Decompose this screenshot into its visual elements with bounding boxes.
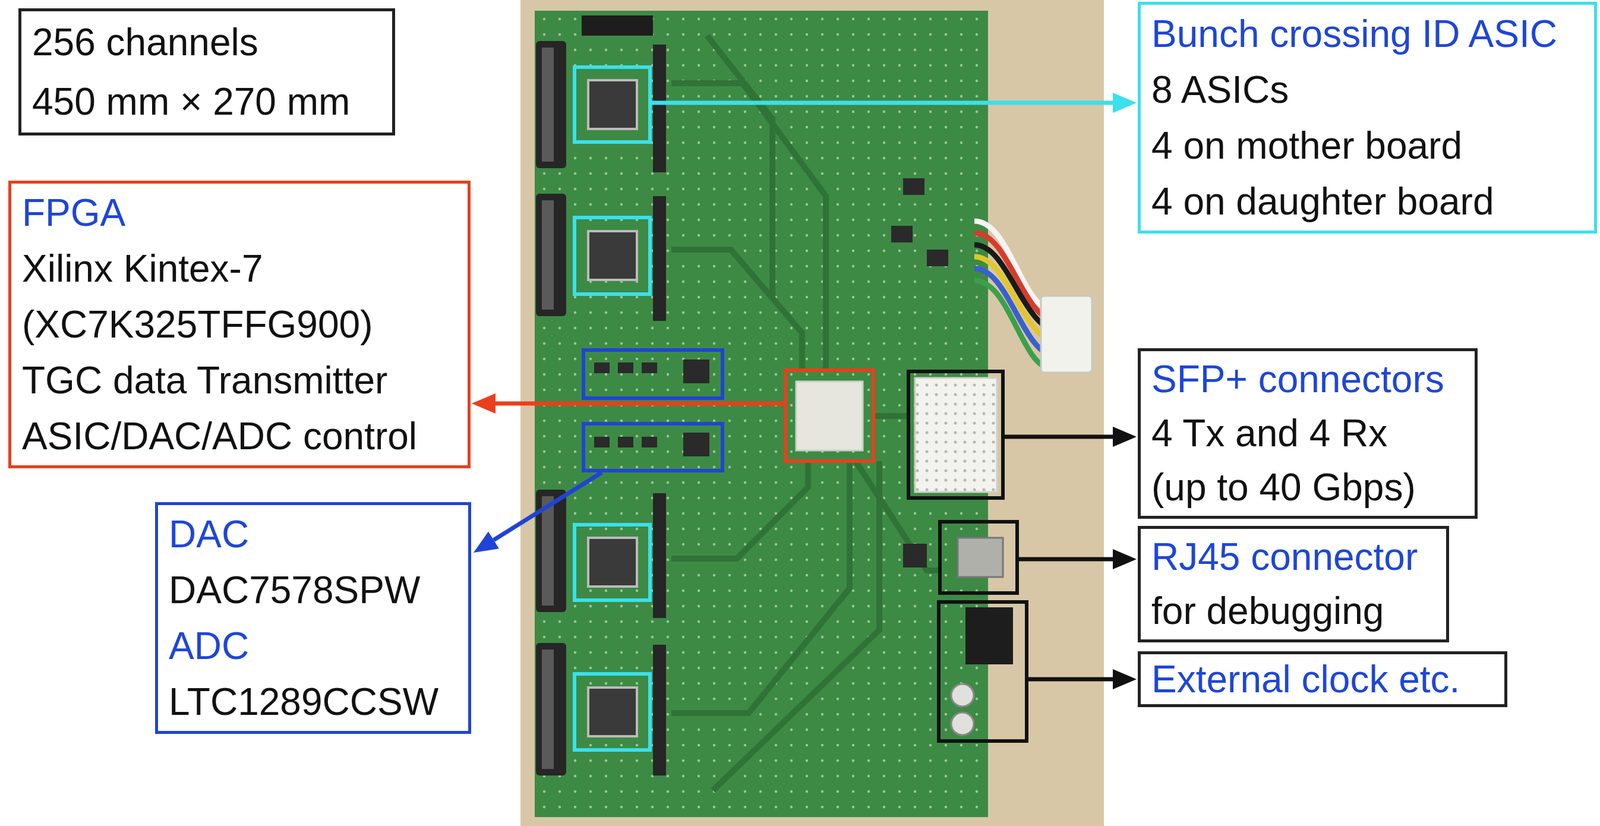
leader-arrowhead bbox=[1112, 548, 1137, 570]
callout-heading: Bunch crossing ID ASIC bbox=[1151, 5, 1584, 62]
leader-arrowhead bbox=[1112, 668, 1137, 690]
leader-line bbox=[651, 101, 1113, 106]
leader-arrowhead bbox=[1112, 426, 1137, 447]
callout-text: (XC7K325TFFG900) bbox=[21, 296, 457, 353]
callout-text: 450 mm × 270 mm bbox=[32, 71, 382, 132]
callout-text: 4 Tx and 4 Rx bbox=[1151, 406, 1464, 461]
leader-line bbox=[493, 472, 602, 541]
leader-arrowhead bbox=[1112, 92, 1137, 113]
leader-line bbox=[1004, 434, 1113, 440]
callout-box: External clock etc. bbox=[1137, 651, 1508, 708]
callout-text: 4 on daughter board bbox=[1151, 173, 1584, 230]
callout-box: SFP+ connectors4 Tx and 4 Rx(up to 40 Gb… bbox=[1137, 348, 1478, 519]
callout-text: 4 on mother board bbox=[1151, 117, 1584, 174]
callout-box: FPGAXilinx Kintex-7(XC7K325TFFG900)TGC d… bbox=[8, 180, 471, 469]
callout-heading: FPGA bbox=[21, 184, 457, 241]
leader-arrowhead bbox=[471, 393, 496, 414]
callout-heading: RJ45 connector bbox=[1151, 529, 1436, 585]
callout-heading: External clock etc. bbox=[1151, 655, 1494, 703]
callout-text: 8 ASICs bbox=[1151, 61, 1584, 118]
callout-box: RJ45 connectorfor debugging bbox=[1137, 525, 1450, 643]
callout-text: for debugging bbox=[1151, 584, 1436, 639]
callout-text: Xilinx Kintex-7 bbox=[21, 240, 457, 297]
callout-text: LTC1289CCSW bbox=[168, 673, 458, 730]
callout-text: DAC7578SPW bbox=[168, 562, 458, 618]
leader-line bbox=[495, 401, 784, 406]
leader-line bbox=[1018, 557, 1113, 562]
callout-text: ASIC/DAC/ADC control bbox=[21, 408, 457, 465]
callout-text: TGC data Transmitter bbox=[21, 352, 457, 409]
callout-heading: SFP+ connectors bbox=[1151, 352, 1464, 407]
callout-box: DACDAC7578SPWADCLTC1289CCSW bbox=[155, 502, 472, 734]
leader-arrowhead bbox=[473, 531, 500, 553]
callout-heading: DAC bbox=[168, 506, 458, 563]
callout-text: (up to 40 Gbps) bbox=[1151, 460, 1464, 515]
callout-box: 256 channels450 mm × 270 mm bbox=[18, 8, 396, 136]
callout-text: ADC bbox=[168, 617, 458, 674]
callout-box: Bunch crossing ID ASIC8 ASICs4 on mother… bbox=[1137, 1, 1598, 234]
leader-line bbox=[1028, 677, 1113, 682]
callout-heading: 256 channels bbox=[32, 12, 382, 72]
